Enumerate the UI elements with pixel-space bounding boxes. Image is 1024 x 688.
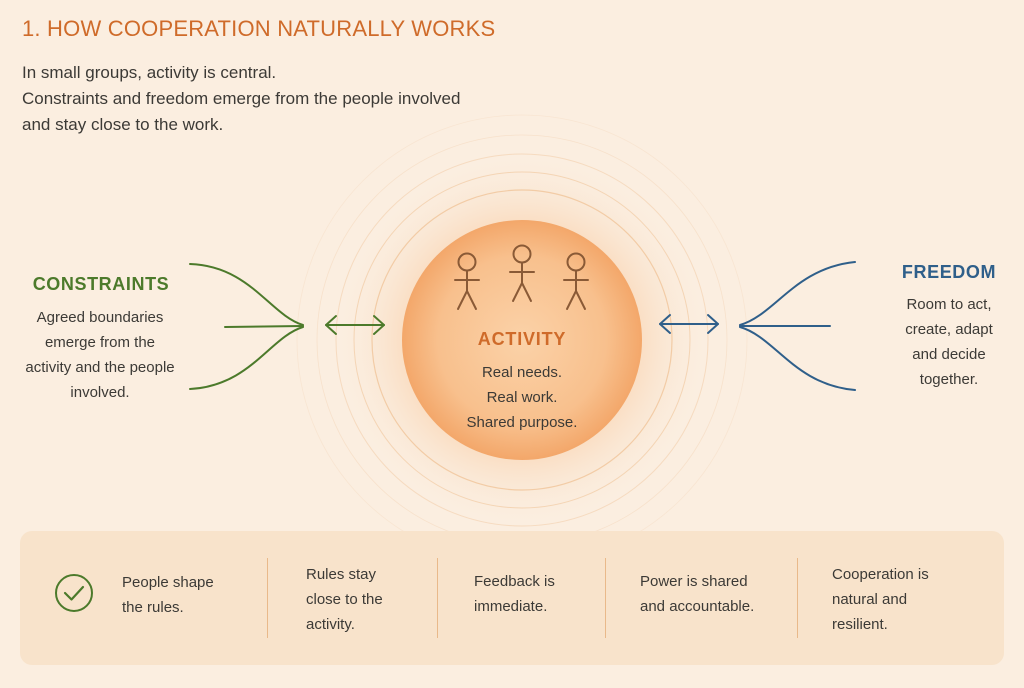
constraints-double-arrow-icon	[325, 315, 385, 335]
activity-description: Real needs. Real work. Shared purpose.	[422, 360, 622, 435]
freedom-lines	[739, 261, 856, 391]
intro-line: and stay close to the work.	[22, 115, 224, 134]
principle-line: activity.	[306, 616, 355, 633]
activity-title: ACTIVITY	[477, 329, 567, 349]
principles-panel	[20, 531, 1004, 665]
freedom-line: together.	[919, 371, 979, 388]
divider	[437, 558, 438, 638]
principle-line: the rules.	[122, 599, 184, 616]
principle-item: People shape the rules.	[122, 570, 214, 620]
constraints-lines	[189, 263, 304, 390]
people-icon	[454, 244, 589, 310]
principle-line: close to the	[306, 591, 383, 608]
principle-line: People shape	[122, 574, 214, 591]
principle-item: Cooperation is natural and resilient.	[832, 562, 929, 637]
principle-item: Rules stay close to the activity.	[306, 562, 383, 637]
constraints-description: Agreed boundaries emerge from the activi…	[12, 305, 188, 405]
divider	[605, 558, 606, 638]
intro-text: In small groups, activity is central. Co…	[22, 60, 460, 138]
constraints-title: CONSTRAINTS	[32, 274, 170, 294]
page-title: 1. HOW COOPERATION NATURALLY WORKS	[22, 16, 496, 41]
activity-line: Shared purpose.	[466, 414, 578, 431]
principle-line: and accountable.	[640, 598, 755, 615]
principle-line: Cooperation is	[832, 566, 929, 583]
freedom-description: Room to act, create, adapt and decide to…	[890, 292, 1008, 392]
constraints-line: activity and the people	[25, 359, 175, 376]
principle-item: Feedback is immediate.	[474, 569, 555, 619]
principle-line: Feedback is	[474, 573, 555, 590]
principle-line: immediate.	[474, 598, 548, 615]
intro-line: Constraints and freedom emerge from the …	[22, 89, 461, 108]
constraints-line: involved.	[70, 384, 130, 401]
freedom-line: and decide	[912, 346, 986, 363]
freedom-line: Room to act,	[906, 296, 992, 313]
principle-line: Rules stay	[306, 566, 377, 583]
principle-line: resilient.	[832, 616, 888, 633]
activity-line: Real work.	[486, 389, 558, 406]
freedom-double-arrow-icon	[659, 314, 719, 334]
freedom-line: create, adapt	[905, 321, 993, 338]
intro-line: In small groups, activity is central.	[22, 63, 277, 82]
constraints-line: Agreed boundaries	[36, 309, 164, 326]
activity-line: Real needs.	[481, 364, 563, 381]
freedom-title: FREEDOM	[901, 262, 997, 282]
divider	[797, 558, 798, 638]
principle-line: Power is shared	[640, 573, 748, 590]
principle-item: Power is shared and accountable.	[640, 569, 754, 619]
constraints-line: emerge from the	[44, 334, 156, 351]
divider	[267, 558, 268, 638]
principle-line: natural and	[832, 591, 908, 608]
check-circle-icon	[55, 574, 93, 612]
